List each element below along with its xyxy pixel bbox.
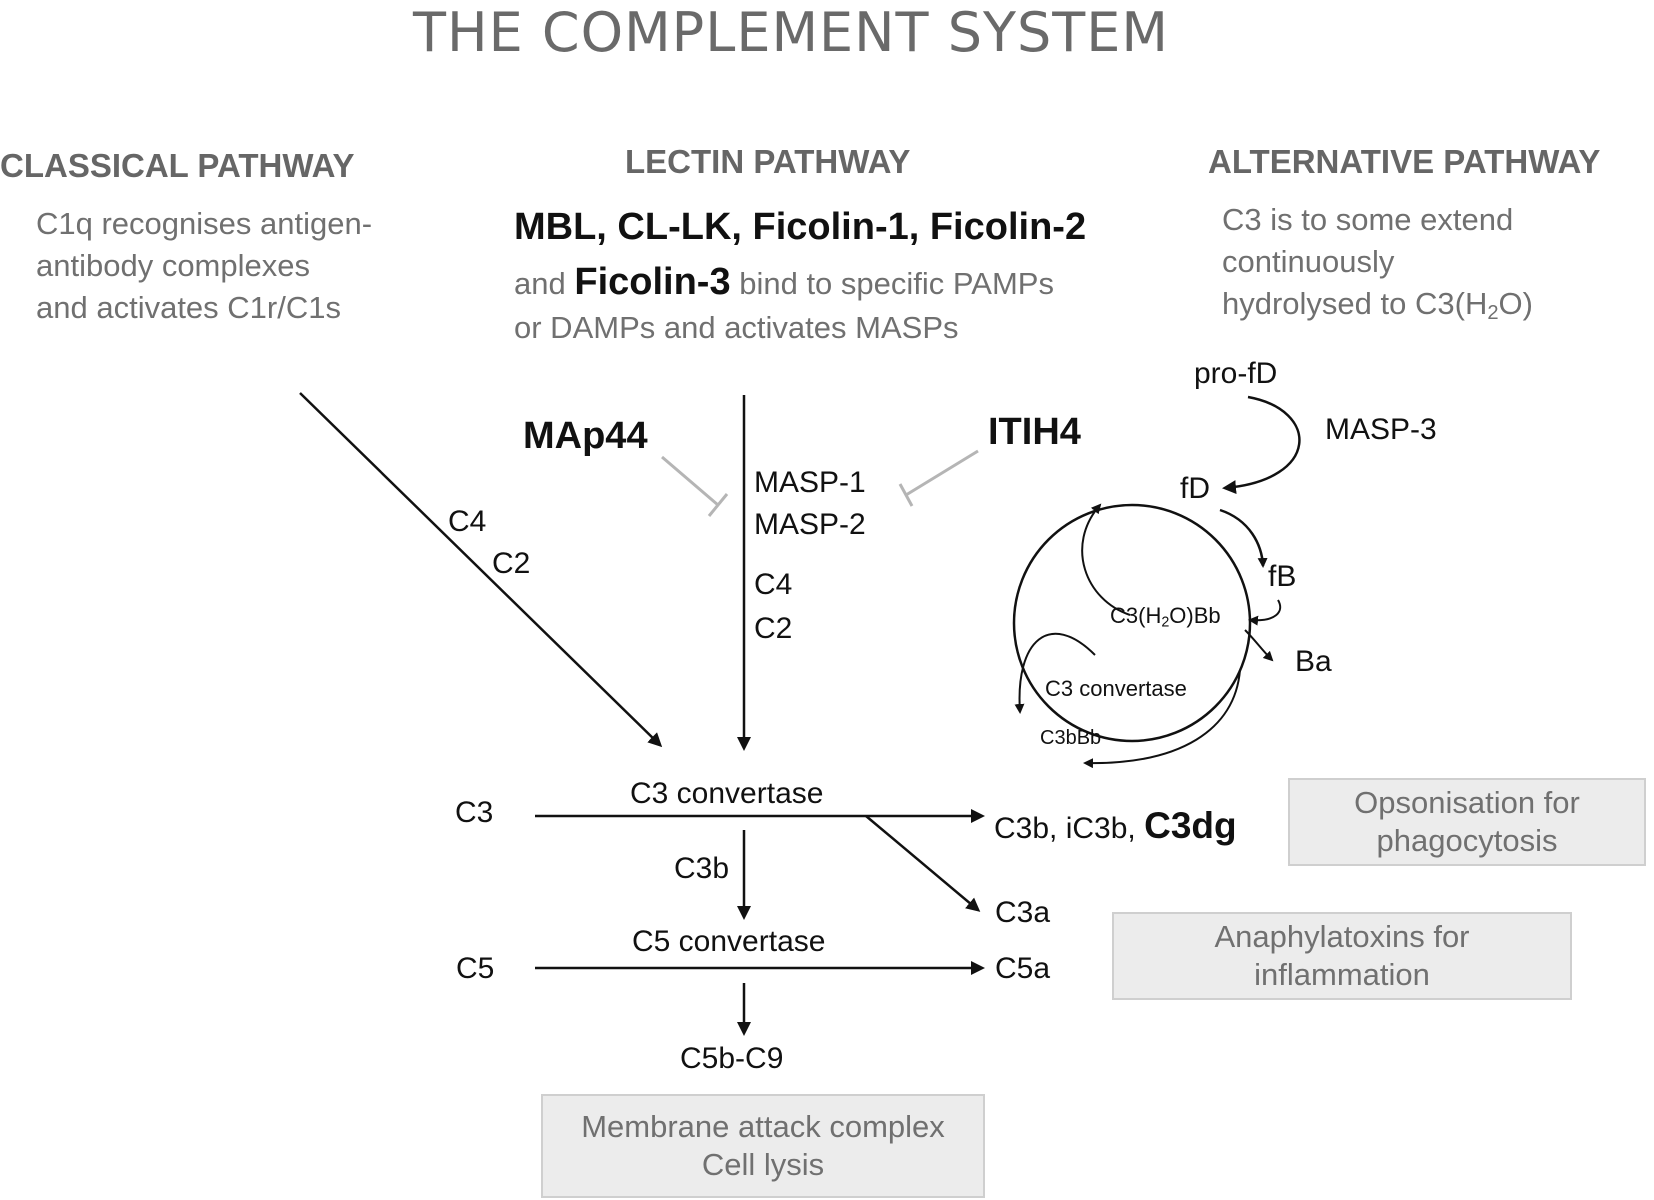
itih4-inhibition [898,449,979,507]
masp1-label: MASP-1 [754,466,866,499]
c3b-label: C3b [674,852,730,885]
c5b-c9-label: C5b-C9 [680,1042,784,1075]
masp2-label: MASP-2 [754,508,866,541]
ba-label: Ba [1295,645,1332,678]
itih4-label: ITIH4 [988,411,1081,453]
c3bbb-return-arrow [1083,669,1241,769]
c3a-label: C3a [995,896,1051,929]
inner-loop-down-arrow [1014,632,1096,714]
classical-arrow [299,392,663,748]
diagram-title: THE COMPLEMENT SYSTEM [413,1,1169,64]
c5-label: C5 [456,952,495,985]
classical-pathway-heading: CLASSICAL PATHWAY [0,147,355,184]
alternative-c3-convertase-label: C3 convertase [1045,676,1187,701]
alternative-description: C3 is to some extend continuously hydrol… [1222,202,1533,325]
c3b-products-label: C3b, iC3b, C3dg [994,805,1237,846]
alternative-pathway-heading: ALTERNATIVE PATHWAY [1208,143,1601,180]
c3-convertase-label: C3 convertase [630,777,824,810]
c5-convertase-label: C5 convertase [632,925,826,958]
map44-label: MAp44 [523,415,648,457]
classical-description: C1q recognises antigen- antibody complex… [36,206,373,325]
opsonisation-box: Opsonisation for phagocytosis [1288,778,1646,866]
lectin-description-line3: or DAMPs and activates MASPs [514,310,959,345]
pro-fd-label: pro-fD [1194,357,1278,390]
anaphylatoxins-box: Anaphylatoxins for inflammation [1112,912,1572,1000]
c3-label: C3 [455,796,494,829]
fd-label: fD [1180,472,1210,505]
fb-label: fB [1268,560,1297,593]
lectin-c2-label: C2 [754,612,793,645]
classical-c4-label: C4 [448,505,487,538]
c3h2obb-label: C3(H2O)Bb [1110,603,1221,631]
masp3-label: MASP-3 [1325,413,1437,446]
lectin-recognition-molecules: MBL, CL-LK, Ficolin-1, Ficolin-2 [514,206,1087,248]
pro-fd-cleavage-arrow [1222,395,1301,495]
c3a-arrow [865,815,981,912]
lectin-c4-label: C4 [754,568,793,601]
c5a-label: C5a [995,952,1051,985]
classical-c2-label: C2 [492,547,531,580]
membrane-attack-complex-box: Membrane attack complex Cell lysis [541,1094,985,1198]
inner-loop-up-arrow [1081,503,1131,616]
lectin-description-line2: and Ficolin-3 bind to specific PAMPs [514,261,1054,303]
fd-to-fb-arrow [1219,508,1268,568]
lectin-pathway-heading: LECTIN PATHWAY [625,143,911,180]
c3bbb-label: C3bBb [1040,727,1102,749]
ba-release-arrow [1244,629,1274,662]
map44-inhibition [661,455,729,517]
fb-to-c3h2obb-arrow [1248,599,1282,626]
